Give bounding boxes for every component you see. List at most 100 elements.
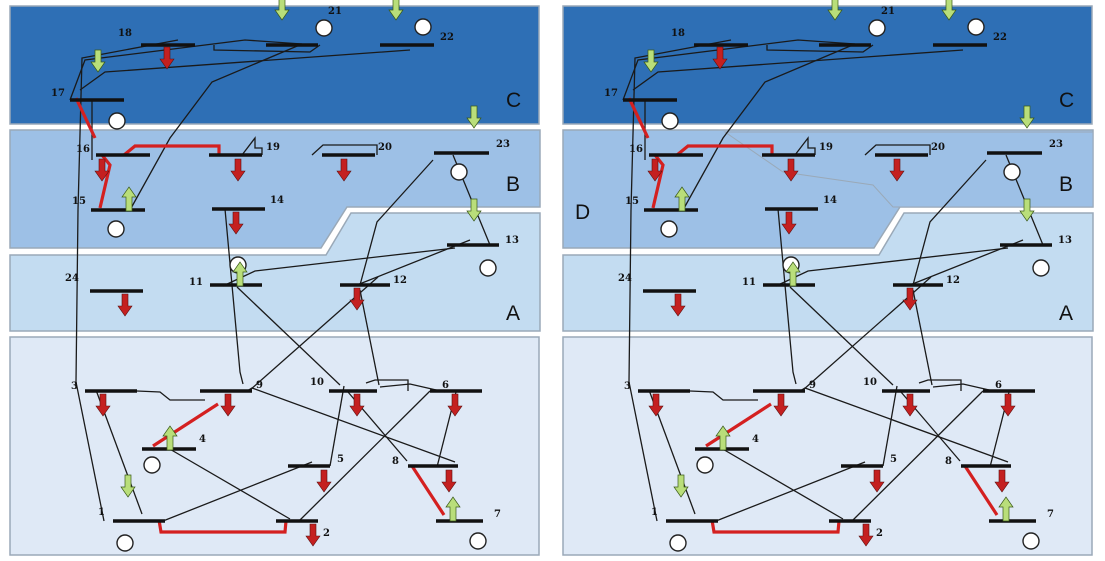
area-label: B <box>506 173 520 196</box>
load-arrow-icon <box>1000 393 1016 417</box>
transmission-line <box>912 289 933 386</box>
load-arrow-icon <box>670 293 686 317</box>
bus-number-label: 5 <box>890 454 897 465</box>
congested-line <box>651 154 665 209</box>
bus-number-label: 10 <box>863 377 877 388</box>
congested-line <box>675 144 774 157</box>
injection-arrow-icon <box>674 186 690 212</box>
load-arrow-icon <box>647 158 663 182</box>
bus-number-label: 19 <box>819 142 833 153</box>
transmission-line <box>311 144 378 156</box>
generator-icon <box>669 534 687 552</box>
transmission-line <box>775 247 1009 287</box>
injection-arrow-icon <box>643 49 659 73</box>
transmission-line <box>213 44 321 53</box>
bus-number-label: 6 <box>995 380 1002 391</box>
bus-number-label: 14 <box>270 195 284 206</box>
bus-number-label: 24 <box>618 273 632 284</box>
load-arrow-icon <box>305 523 321 547</box>
bus-number-label: 19 <box>266 142 280 153</box>
load-arrow-icon <box>220 393 236 417</box>
bus-number-label: 15 <box>625 196 639 207</box>
area-label: C <box>1059 89 1074 112</box>
congested-line <box>627 97 650 139</box>
injection-arrow-icon <box>673 474 689 498</box>
generator-icon <box>414 18 432 36</box>
bus-number-label: 13 <box>505 235 519 246</box>
generator-icon <box>315 19 333 37</box>
bus-number-label: 9 <box>809 380 816 391</box>
transmission-line <box>628 39 732 522</box>
bus-number-label: 15 <box>72 196 86 207</box>
bus-number-label: 16 <box>76 144 90 155</box>
transmission-line <box>794 136 816 156</box>
transmission-line <box>136 390 205 401</box>
area-a-region <box>9 212 541 332</box>
bus-number-label: 11 <box>742 277 756 288</box>
load-arrow-icon <box>159 46 175 70</box>
injection-arrow-icon <box>90 49 106 73</box>
transmission-line <box>167 447 291 520</box>
transmission-line <box>882 385 898 467</box>
bus-number-label: 20 <box>931 142 945 153</box>
congested-line <box>98 154 112 209</box>
injection-arrow-icon <box>998 496 1014 522</box>
transmission-line <box>365 379 409 391</box>
transmission-line <box>329 385 345 467</box>
transmission-line <box>632 49 964 91</box>
bus-number-label: 20 <box>378 142 392 153</box>
load-arrow-icon <box>447 393 463 417</box>
bus-number-label: 1 <box>98 507 105 518</box>
injection-arrow-icon <box>466 105 482 129</box>
bus-number-label: 12 <box>393 275 407 286</box>
bus-number-label: 9 <box>256 380 263 391</box>
bus-number-label: 23 <box>1049 139 1063 150</box>
generator-icon <box>1003 163 1021 181</box>
load-arrow-icon <box>648 393 664 417</box>
load-arrow-icon <box>228 211 244 235</box>
bus-number-label: 4 <box>199 434 206 445</box>
bus-number-label: 2 <box>323 528 330 539</box>
area-b-subregion <box>723 131 1094 208</box>
load-arrow-icon <box>994 469 1010 493</box>
transmission-line <box>864 144 931 156</box>
transmission-line <box>359 159 434 286</box>
load-arrow-icon <box>94 158 110 182</box>
injection-arrow-icon <box>1019 105 1035 129</box>
load-arrow-icon <box>869 469 885 493</box>
bus-number-label: 3 <box>624 381 631 392</box>
injection-arrow-icon <box>941 0 957 21</box>
bus-number-label: 4 <box>752 434 759 445</box>
transmission-line <box>689 390 758 401</box>
injection-arrow-icon <box>388 0 404 21</box>
bus-number-label: 18 <box>671 28 685 39</box>
generator-icon <box>868 19 886 37</box>
transmission-line <box>299 390 431 521</box>
area-c-region <box>9 5 540 125</box>
bus-number-label: 5 <box>337 454 344 465</box>
load-arrow-icon <box>95 393 111 417</box>
bus-number-label: 14 <box>823 195 837 206</box>
bus-number-label: 7 <box>1047 509 1054 520</box>
transmission-line <box>852 390 984 521</box>
bus-number-label: 7 <box>494 509 501 520</box>
congested-line <box>74 97 97 139</box>
congested-line <box>152 402 219 448</box>
area-b-region <box>9 129 541 249</box>
generator-icon <box>479 259 497 277</box>
load-arrow-icon <box>316 469 332 493</box>
generator-icon <box>450 163 468 181</box>
bus-number-label: 22 <box>440 32 454 43</box>
load-arrow-icon <box>349 287 365 311</box>
transmission-line <box>766 44 874 53</box>
injection-arrow-icon <box>1019 198 1035 222</box>
transmission-line <box>720 447 844 520</box>
injection-arrow-icon <box>785 261 801 287</box>
bus-number-label: 16 <box>629 144 643 155</box>
injection-arrow-icon <box>827 0 843 21</box>
transmission-line <box>222 247 456 287</box>
generator-icon <box>116 534 134 552</box>
area-label: B <box>1059 173 1073 196</box>
injection-arrow-icon <box>466 198 482 222</box>
bus-number-label: 24 <box>65 273 79 284</box>
